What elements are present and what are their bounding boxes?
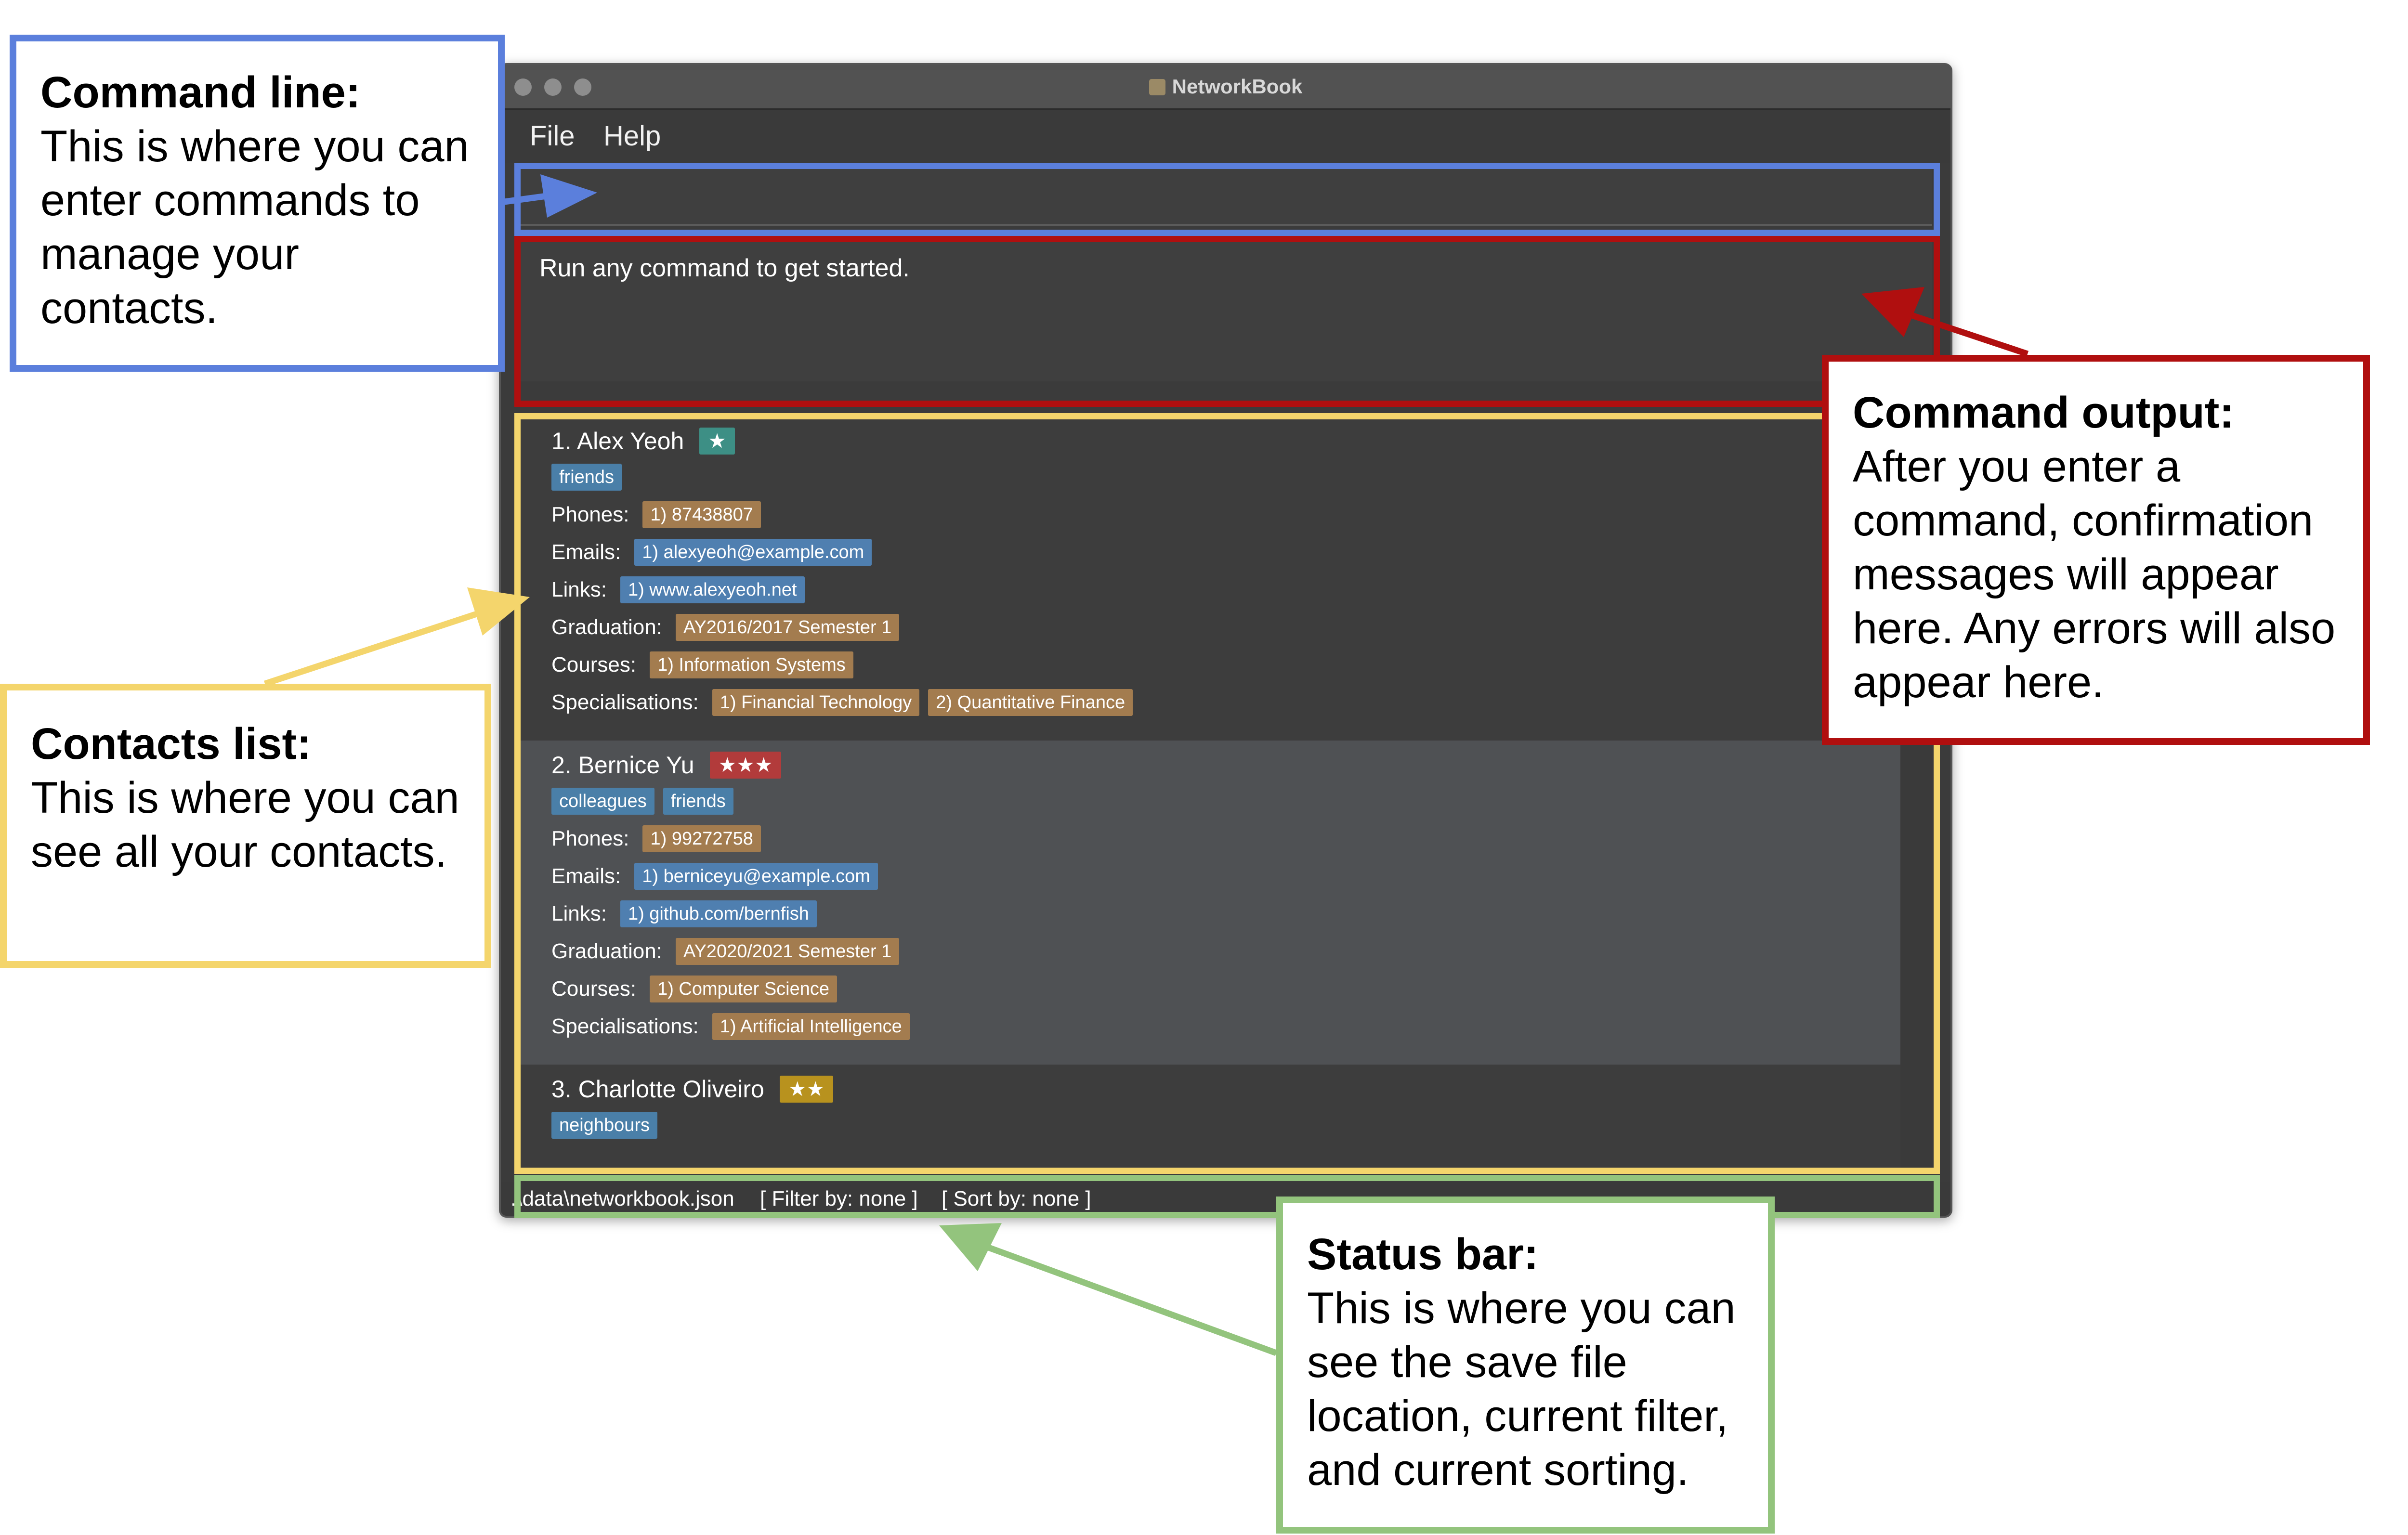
tag-chip: friends: [663, 788, 733, 815]
contact-field-row: Phones: 1) 87438807: [551, 500, 770, 530]
priority-star-badge: ★: [699, 428, 735, 455]
field-value-chip: 2) Quantitative Finance: [928, 689, 1133, 716]
command-output-callout-body: After you enter a command, confirmation …: [1853, 442, 2336, 707]
field-value-chip: 1) Information Systems: [650, 651, 853, 678]
field-value-chip: 1) alexyeoh@example.com: [634, 539, 872, 566]
command-output-highlight: [514, 236, 1940, 407]
result-text: Run any command to get started.: [539, 254, 910, 282]
field-value-chip: 1) github.com/bernfish: [620, 900, 817, 927]
contact-field-row: Specialisations: 1) Artificial Intelligen…: [551, 1012, 918, 1041]
field-value-chip: 1) 87438807: [642, 501, 761, 528]
command-input[interactable]: [515, 166, 1932, 226]
contact-field-row: Links: 1) github.com/bernfish: [551, 899, 825, 929]
field-value-chip: 1) Computer Science: [650, 976, 838, 1002]
contacts-list-arrowhead: [467, 587, 530, 636]
field-label: Specialisations:: [551, 690, 699, 714]
field-label: Emails:: [551, 540, 621, 564]
field-label: Phones:: [551, 503, 629, 526]
contact-name: 3. Charlotte Oliveiro: [551, 1076, 764, 1103]
contact-list[interactable]: 3. Charlotte Oliveiro ★★ neighbours 2. Bern…: [515, 416, 1932, 1172]
field-label: Specialisations:: [551, 1015, 699, 1038]
contact-tags: friends: [551, 462, 630, 492]
menu-bar: File Help: [501, 110, 1950, 163]
contacts-list-callout: Contacts list: This is where you can see…: [0, 684, 491, 968]
contact-field-row: Specialisations: 1) Financial Technology 2…: [551, 688, 1141, 717]
command-line-highlight: [514, 163, 1940, 236]
field-value-chip: AY2020/2021 Semester 1: [675, 938, 900, 965]
command-line-callout-title: Command line:: [40, 68, 361, 117]
contact-header: 1. Alex Yeoh ★: [551, 426, 735, 456]
field-value-chip: AY2016/2017 Semester 1: [675, 614, 900, 641]
contact-field-row: Courses: 1) Information Systems: [551, 650, 862, 680]
field-value-chip: 1) berniceyu@example.com: [634, 863, 878, 890]
contacts-list-callout-title: Contacts list:: [31, 719, 312, 768]
status-file-path: .\data\networkbook.json: [510, 1187, 734, 1210]
contact-field-row: Emails: 1) alexyeoh@example.com: [551, 537, 880, 567]
app-window: NetworkBook File Help Run any command to…: [499, 63, 1952, 1218]
tag-chip: neighbours: [551, 1112, 658, 1139]
command-output-arrowhead: [1861, 287, 1924, 337]
status-bar-callout-title: Status bar:: [1307, 1230, 1539, 1279]
menu-file[interactable]: File: [530, 120, 575, 152]
field-label: Courses:: [551, 977, 637, 1001]
command-line-callout: Command line: This is where you can ente…: [10, 35, 505, 372]
command-output-arrow: [1911, 312, 2029, 357]
field-value-chip: 1) www.alexyeoh.net: [620, 576, 805, 603]
minimize-window-button[interactable]: [544, 78, 562, 96]
menu-help[interactable]: Help: [603, 120, 661, 152]
window-title: NetworkBook: [501, 65, 1950, 108]
contact-field-row: Graduation: AY2016/2017 Semester 1: [551, 612, 908, 642]
tag-chip: colleagues: [551, 788, 654, 815]
priority-star-badge: ★★★: [709, 752, 782, 779]
app-icon: [1149, 79, 1165, 95]
field-label: Courses:: [551, 653, 637, 676]
contact-header: 3. Charlotte Oliveiro ★★: [551, 1074, 834, 1104]
status-bar-callout: Status bar: This is where you can see th…: [1276, 1197, 1775, 1534]
contact-header: 2. Bernice Yu ★★★: [551, 750, 782, 780]
window-title-text: NetworkBook: [1172, 75, 1303, 98]
status-sort: [ Sort by: none ]: [942, 1187, 1091, 1210]
contacts-list-arrow: [263, 611, 478, 687]
field-label: Graduation:: [551, 615, 662, 639]
close-window-button[interactable]: [514, 78, 532, 96]
field-label: Phones:: [551, 827, 629, 850]
priority-star-badge: ★★: [779, 1076, 834, 1103]
status-bar-arrow: [986, 1244, 1278, 1356]
contact-tags: neighbours: [551, 1110, 666, 1140]
field-label: Graduation:: [551, 939, 662, 963]
field-label: Links:: [551, 902, 607, 925]
field-value-chip: 1) Financial Technology: [712, 689, 920, 716]
command-line-callout-body: This is where you can enter commands to …: [40, 122, 469, 333]
contact-name: 1. Alex Yeoh: [551, 428, 684, 455]
status-filter: [ Filter by: none ]: [760, 1187, 918, 1210]
result-display: Run any command to get started.: [515, 239, 1932, 381]
contacts-list-callout-body: This is where you can see all your conta…: [31, 773, 459, 876]
contact-field-row: Links: 1) www.alexyeoh.net: [551, 575, 813, 605]
field-value-chip: 1) 99272758: [642, 825, 761, 852]
contact-tags: colleagues friends: [551, 786, 742, 816]
tag-chip: friends: [551, 464, 622, 491]
contact-field-row: Phones: 1) 99272758: [551, 824, 770, 854]
field-label: Emails:: [551, 864, 621, 888]
command-output-callout-title: Command output:: [1853, 388, 2235, 437]
title-bar: NetworkBook: [501, 65, 1950, 110]
field-value-chip: 1) Artificial Intelligence: [712, 1013, 910, 1040]
maximize-window-button[interactable]: [574, 78, 591, 96]
status-bar-arrowhead: [939, 1223, 1002, 1271]
contact-field-row: Courses: 1) Computer Science: [551, 974, 846, 1004]
field-label: Links:: [551, 578, 607, 601]
status-bar-callout-body: This is where you can see the save file …: [1307, 1284, 1736, 1495]
command-output-callout: Command output: After you enter a comman…: [1822, 355, 2370, 745]
command-line-arrowhead: [540, 174, 597, 218]
contact-name: 2. Bernice Yu: [551, 752, 694, 779]
contact-card[interactable]: 3. Charlotte Oliveiro ★★ neighbours: [515, 1065, 1900, 1172]
contact-field-row: Emails: 1) berniceyu@example.com: [551, 861, 887, 891]
contact-field-row: Graduation: AY2020/2021 Semester 1: [551, 937, 908, 966]
